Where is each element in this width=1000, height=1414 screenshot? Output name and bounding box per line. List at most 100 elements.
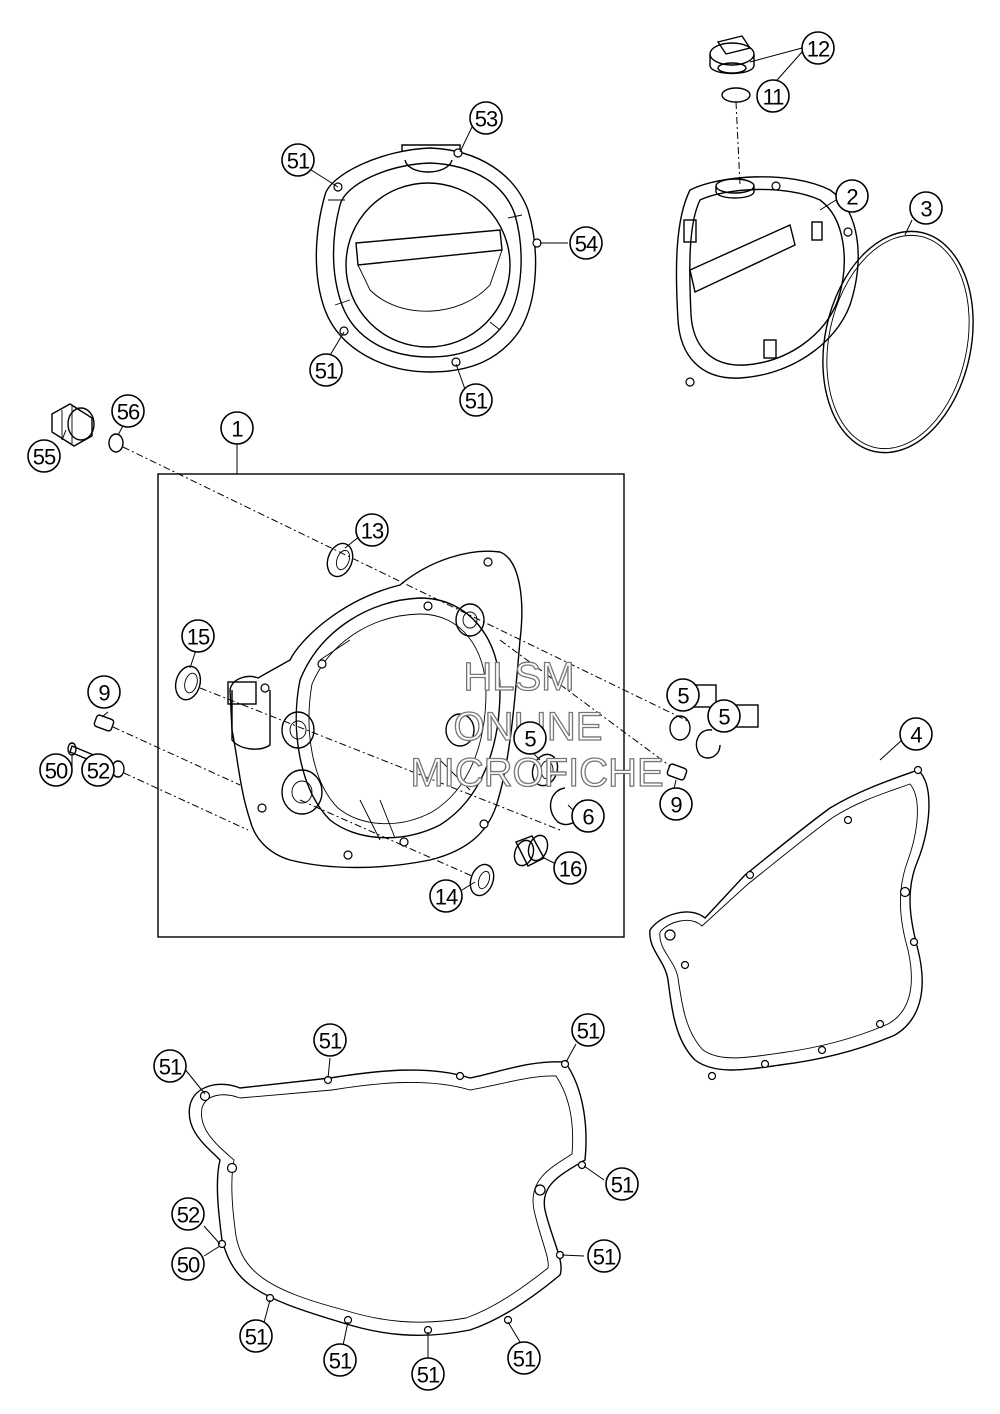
callout-label: 3 [920,197,932,222]
callout-circle [411,1357,445,1391]
callout-circle [239,1319,273,1353]
callout-c16: 16 [553,851,587,885]
callout-label: 4 [910,723,922,748]
callout-c1: 1 [220,411,254,445]
axis-line-pin-left [112,726,241,786]
needle-bearing [513,834,549,867]
callout-circle [171,1197,205,1231]
axis-line-seal-15 [199,687,561,831]
callout-label: 51 [245,1325,268,1350]
callout-circle [666,678,700,712]
callout-label: 51 [611,1173,634,1198]
callout-c12: 12 [801,31,835,65]
callout-c51k: 51 [411,1357,445,1391]
callout-label: 51 [329,1349,352,1374]
callout-label: 51 [417,1363,440,1388]
callout-c51i: 51 [239,1319,273,1353]
clutch-cover-gasket [649,765,930,1081]
callout-label: 55 [33,445,56,470]
callout-circle [553,851,587,885]
callout-circle [181,619,215,653]
callout-label: 51 [577,1019,600,1044]
callout-label: 16 [559,857,582,882]
callout-c5a: 5 [666,678,700,712]
callout-label: 51 [315,359,338,384]
callout-c51b: 51 [309,353,343,387]
callout-label: 11 [763,85,785,110]
callout-label: 53 [475,107,498,132]
callout-label: 51 [159,1055,182,1080]
clutch-cover-with-filler [675,176,859,387]
callout-c6: 6 [571,799,605,833]
sealing-ring-plug [108,433,124,453]
callout-c54: 54 [569,226,603,260]
callout-circle [309,353,343,387]
callout-label: 6 [582,805,594,830]
callout-circle [587,1239,621,1273]
axis-line-seal-14 [299,799,473,877]
callout-circle [801,31,835,65]
callout-label: 50 [45,759,68,784]
callout-c51f: 51 [571,1013,605,1047]
oil-filler-plug [709,35,755,75]
callout-label: 50 [177,1253,200,1278]
circlip-right [695,729,721,759]
inner-cover-gasket [188,1059,587,1336]
callout-circle [605,1167,639,1201]
callout-circle [220,411,254,445]
axis-line-screw-left [123,772,249,831]
shaft-seal-14 [469,863,495,897]
callout-circle [835,179,869,213]
callout-circle [707,699,741,733]
callout-circle [459,383,493,417]
watermark-line-3: MICROFICHE [410,751,663,795]
dowel-pin-right [666,763,688,781]
callout-circle [153,1049,187,1083]
callout-c50a: 50 [39,753,73,787]
callout-c51h: 51 [587,1239,621,1273]
callout-c15: 15 [181,619,215,653]
callout-circle [899,717,933,751]
callout-circle [111,394,145,428]
callout-label: 13 [361,519,384,544]
callout-label: 51 [465,389,488,414]
callout-circle [571,799,605,833]
callout-label: 51 [287,149,310,174]
callout-c11: 11 [756,79,790,113]
callout-circle [355,513,389,547]
outer-clutch-cover [315,144,542,373]
callout-c9a: 9 [87,675,121,709]
callout-c14: 14 [429,879,463,913]
axis-line-filler [735,101,741,186]
callout-circle [571,1013,605,1047]
callout-circle [39,753,73,787]
callout-c56: 56 [111,394,145,428]
callout-label: 52 [177,1203,200,1228]
callout-c55: 55 [27,439,61,473]
callout-label: 51 [319,1029,342,1054]
callout-c50b: 50 [171,1247,205,1281]
callout-c5b: 5 [707,699,741,733]
cover-o-ring [822,230,974,454]
callout-c52a: 52 [81,753,115,787]
callout-c4: 4 [899,717,933,751]
callout-c53: 53 [469,101,503,135]
o-ring-right [669,715,691,741]
callout-label: 9 [670,793,682,818]
callout-c9b: 9 [659,787,693,821]
callout-c3: 3 [909,191,943,225]
callout-c51g: 51 [605,1167,639,1201]
assembly-frame [157,473,625,938]
callout-circle [313,1023,347,1057]
callout-label: 1 [231,417,243,442]
callout-circle [513,721,547,755]
callout-c51j: 51 [323,1343,357,1377]
callout-label: 12 [807,37,830,62]
callout-circle [171,1247,205,1281]
callout-circle [323,1343,357,1377]
axis-line-upper [122,446,691,723]
callout-c13: 13 [355,513,389,547]
o-ring-filler [721,87,751,103]
